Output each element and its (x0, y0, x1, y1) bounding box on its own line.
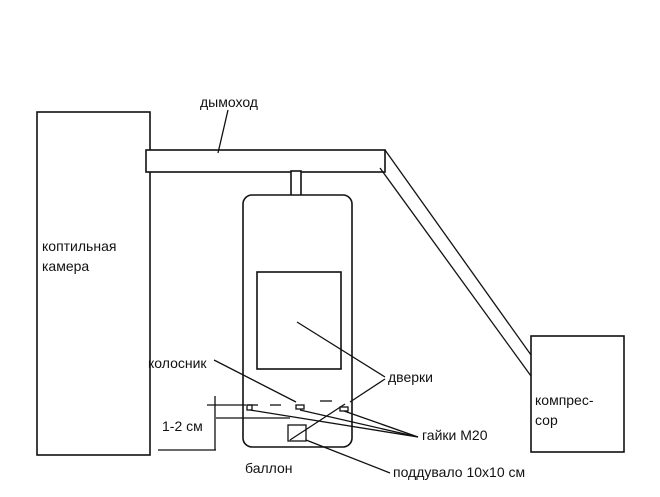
nuts-label: гайки М20 (422, 427, 488, 443)
compressor-label-2: сор (535, 412, 558, 428)
compressor-label-1: компрес- (535, 392, 594, 408)
compressor-pipe (379, 149, 537, 377)
nuts-leader-2 (299, 409, 419, 438)
nuts-leader-1 (249, 409, 419, 438)
smoke-chamber-label-2: камера (42, 258, 89, 274)
chimney-pipe (145, 149, 386, 173)
door (256, 271, 342, 370)
blower-label: поддувало 10х10 см (393, 464, 525, 480)
doors-label: дверки (388, 369, 433, 385)
chimney-label: дымоход (200, 94, 258, 110)
nuts-leader-3 (343, 410, 419, 438)
doors-leader-3 (289, 403, 346, 441)
chimney-leader (217, 109, 229, 154)
smoke-chamber-label-1: коптильная (42, 238, 116, 254)
nuts (246, 404, 349, 412)
chimney-connector (290, 170, 302, 197)
cylinder-label: баллон (245, 460, 293, 476)
blower-opening (287, 424, 307, 442)
doors-leader-1 (296, 321, 386, 378)
gap-label: 1-2 см (162, 418, 203, 434)
grate-label: колосник (148, 355, 207, 371)
blower-leader (305, 439, 391, 474)
grate-leader (213, 359, 297, 403)
smoke-chamber (36, 111, 151, 456)
gap-dimension (158, 396, 290, 451)
doors-leader-2 (349, 378, 386, 403)
compressor (530, 335, 625, 453)
